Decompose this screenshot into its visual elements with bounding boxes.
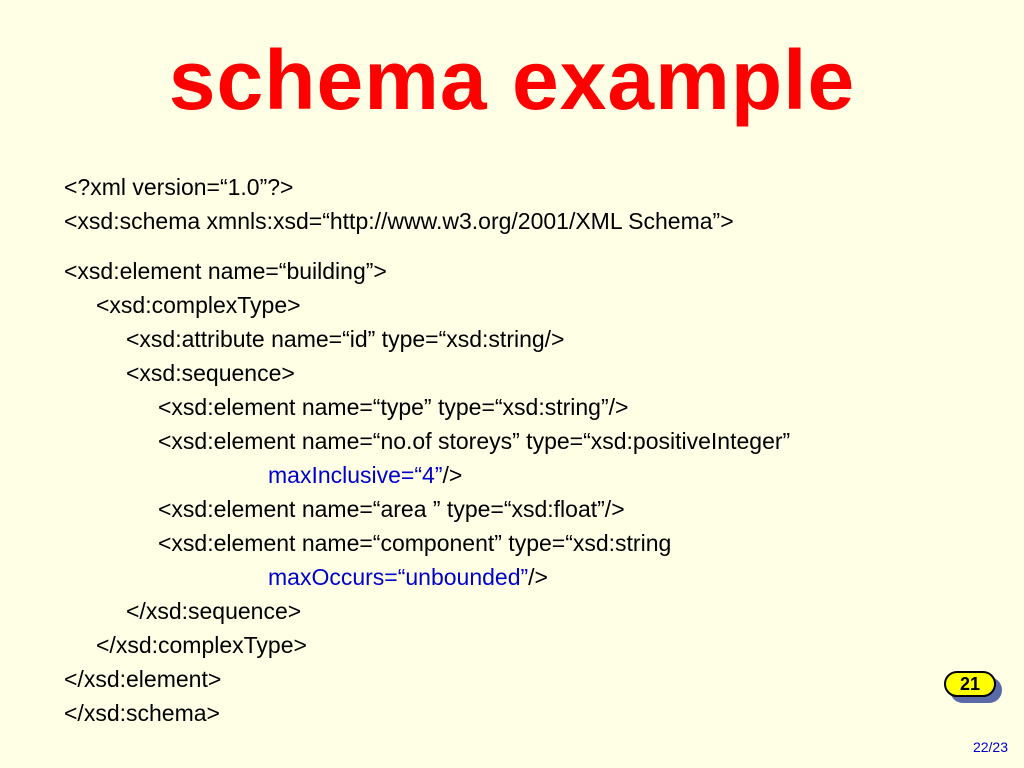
code-line: <xsd:complexType> <box>96 292 301 318</box>
slide-number-badge: 21 <box>944 671 1002 703</box>
code-line: <xsd:element name=“type” type=“xsd:strin… <box>158 394 629 420</box>
code-line: <xsd:schema xmnls:xsd=“http://www.w3.org… <box>64 208 734 234</box>
code-line: </xsd:schema> <box>64 700 220 726</box>
code-line: <?xml version=“1.0”?> <box>64 174 294 200</box>
code-text: /> <box>528 564 548 590</box>
code-line: <xsd:element name=“component” type=“xsd:… <box>158 530 672 556</box>
code-line: </xsd:element> <box>64 666 222 692</box>
code-line: maxOccurs=“unbounded”/> <box>268 562 548 592</box>
code-highlight: maxInclusive=“4” <box>268 462 443 488</box>
code-line: <xsd:sequence> <box>126 360 295 386</box>
page-number: 22/23 <box>972 739 1008 755</box>
code-line: <xsd:element name=“building”> <box>64 258 387 284</box>
code-line: <xsd:attribute name=“id” type=“xsd:strin… <box>126 326 565 352</box>
code-line: </xsd:complexType> <box>96 632 307 658</box>
code-line: <xsd:element name=“area ” type=“xsd:floa… <box>158 496 625 522</box>
badge-label: 21 <box>944 671 996 697</box>
code-line: <xsd:element name=“no.of storeys” type=“… <box>158 428 791 454</box>
code-text: /> <box>442 462 463 488</box>
slide-title: schema example <box>168 33 856 127</box>
code-line: maxInclusive=“4”/> <box>268 460 462 490</box>
code-line: </xsd:sequence> <box>126 598 302 624</box>
code-highlight: maxOccurs=“unbounded” <box>268 564 529 590</box>
